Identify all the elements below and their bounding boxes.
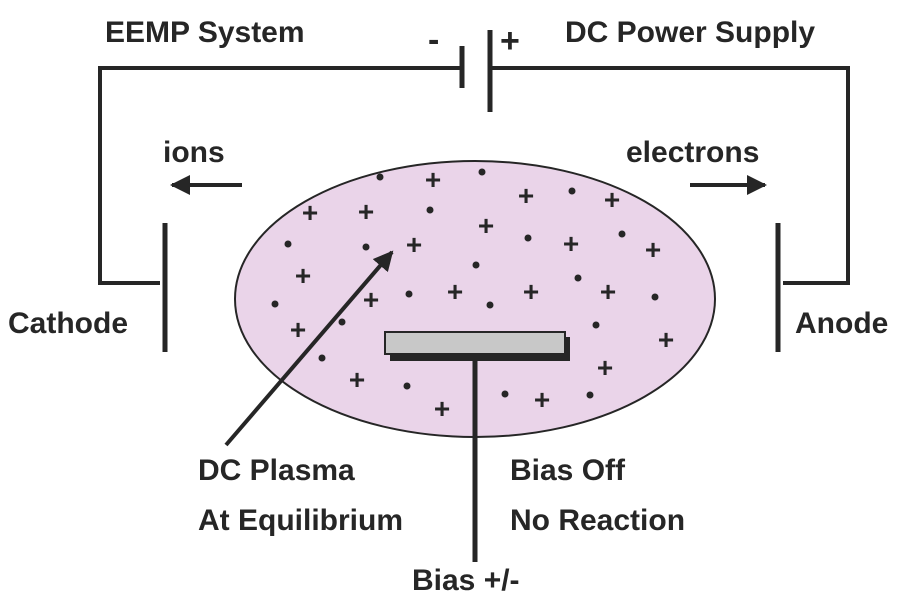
ion-particle: +	[658, 324, 674, 355]
ion-particle: +	[425, 164, 441, 195]
electron-particle	[568, 187, 576, 195]
ions-label: ions	[163, 136, 225, 169]
electron-particle	[651, 293, 659, 301]
dc-power-supply-label: DC Power Supply	[565, 16, 815, 49]
electron-particle	[426, 206, 434, 214]
ion-particle: +	[597, 352, 613, 383]
plasma-pointer-arrow	[224, 250, 394, 447]
ion-particle: +	[434, 393, 450, 424]
eemp-system-label: EEMP System	[105, 16, 305, 49]
electron-particle	[403, 382, 411, 390]
battery-plus-label: +	[500, 22, 520, 60]
cathode-wire	[98, 66, 462, 285]
electron-particle	[338, 318, 346, 326]
equilibrium-label: At Equilibrium	[198, 504, 403, 537]
electron-particle	[318, 354, 326, 362]
electron-particle	[524, 234, 532, 242]
electron-particle	[574, 274, 582, 282]
ion-particle: +	[406, 229, 422, 260]
electron-particle	[592, 321, 600, 329]
ion-particle: +	[563, 228, 579, 259]
ion-particle: +	[604, 184, 620, 215]
substrate	[384, 331, 566, 355]
electrons-label: electrons	[626, 136, 759, 169]
electron-particle	[586, 391, 594, 399]
ion-particle: +	[600, 276, 616, 307]
cathode-label: Cathode	[8, 307, 128, 340]
anode-label: Anode	[795, 307, 888, 340]
no-reaction-label: No Reaction	[510, 504, 685, 537]
anode-wire	[490, 66, 850, 285]
ion-particle: +	[447, 276, 463, 307]
ion-particle: +	[290, 314, 306, 345]
electron-particle	[478, 168, 486, 176]
ion-particle: +	[645, 234, 661, 265]
electron-particle	[486, 301, 494, 309]
electron-particle	[501, 390, 509, 398]
ion-particle: +	[363, 284, 379, 315]
ion-particle: +	[302, 197, 318, 228]
electron-particle	[376, 173, 384, 181]
ion-particle: +	[534, 384, 550, 415]
electron-particle	[271, 300, 279, 308]
ion-particle: +	[295, 260, 311, 291]
ion-particle: +	[349, 364, 365, 395]
ion-particle: +	[358, 196, 374, 227]
bias-label: Bias +/-	[412, 564, 520, 597]
electron-particle	[284, 240, 292, 248]
ion-particle: +	[518, 180, 534, 211]
battery-minus-label: -	[428, 21, 439, 59]
electron-particle	[472, 261, 480, 269]
electron-particle	[618, 230, 626, 238]
electron-particle	[362, 243, 370, 251]
dc-plasma-label: DC Plasma	[198, 454, 355, 487]
bias-off-label: Bias Off	[510, 454, 626, 487]
electron-particle	[405, 290, 413, 298]
ion-particle: +	[523, 276, 539, 307]
plasma-particles: + + + + + + + + + + + + + + + + + + + +	[271, 164, 674, 424]
ion-particle: +	[478, 210, 494, 241]
